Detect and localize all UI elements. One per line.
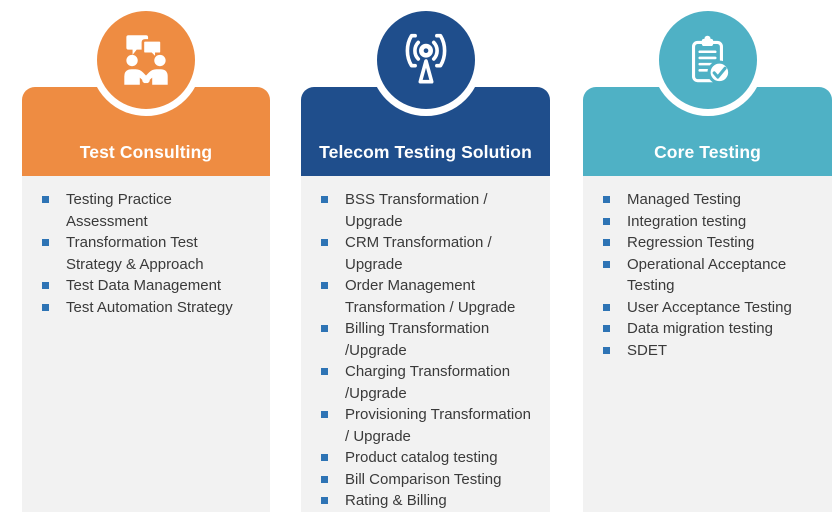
list-item: Data migration testing	[602, 318, 818, 340]
list-item: BSS Transformation / Upgrade	[320, 189, 536, 232]
card-telecom-testing-solution: Telecom Testing Solution BSS Transformat…	[301, 0, 550, 512]
list-item: Provisioning Transformation / Upgrade	[320, 404, 536, 447]
list-item: Transformation Test Strategy & Approach	[41, 232, 256, 275]
card-title: Core Testing	[654, 142, 761, 162]
list-item: Test Automation Strategy	[41, 297, 256, 319]
card-test-consulting: Test Consulting Testing Practice Assessm…	[22, 0, 270, 512]
card-badge	[651, 4, 764, 116]
clipboard-check-icon	[691, 35, 731, 85]
list-item: Testing Practice Assessment	[41, 189, 256, 232]
list-item: Operational Acceptance Testing	[602, 254, 818, 297]
list-item: Order Management Transformation / Upgrad…	[320, 275, 536, 318]
list-item: SDET	[602, 340, 818, 362]
card-title: Telecom Testing Solution	[319, 142, 532, 162]
list-item: Regression Testing	[602, 232, 818, 254]
list-item: Rating & Billing	[320, 490, 536, 512]
list-item: Product catalog testing	[320, 447, 536, 469]
list-item: CRM Transformation / Upgrade	[320, 232, 536, 275]
list-item: Test Data Management	[41, 275, 256, 297]
card-title: Test Consulting	[79, 142, 213, 162]
list-item: Integration testing	[602, 211, 818, 233]
list-item: Charging Transformation /Upgrade	[320, 361, 536, 404]
list-item: Billing Transformation /Upgrade	[320, 318, 536, 361]
card-badge	[90, 4, 202, 116]
card-badge	[369, 4, 482, 116]
broadcast-antenna-icon	[405, 33, 446, 84]
list-item: Managed Testing	[602, 189, 818, 211]
list-item: User Acceptance Testing	[602, 297, 818, 319]
list-item: Bill Comparison Testing	[320, 469, 536, 491]
people-meeting-icon	[124, 35, 168, 85]
